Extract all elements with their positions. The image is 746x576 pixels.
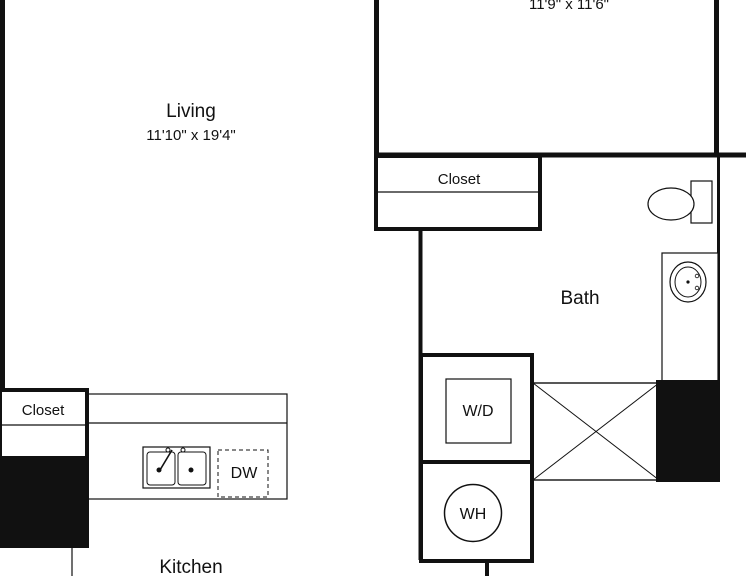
washer-dryer-closet: [419, 353, 534, 464]
dishwasher-label: DW: [231, 465, 259, 482]
living-label: Living: [166, 101, 216, 122]
sink-icon: [661, 252, 719, 382]
closet-upper-label: Closet: [438, 171, 481, 188]
living-dims: 11'10" x 19'4": [146, 127, 236, 144]
shower: [532, 380, 719, 482]
water-heater-icon: [443, 483, 503, 543]
left-exterior-wall: [0, 0, 5, 392]
kitchen-label: Kitchen: [159, 557, 222, 576]
closet-lower-label: Closet: [22, 402, 65, 419]
toilet-icon: [647, 180, 713, 224]
washer-dryer-icon: [445, 378, 512, 444]
washer-dryer-label: W/D: [462, 403, 493, 420]
kitchen-sink-icon: [142, 446, 211, 489]
bath-label: Bath: [560, 288, 599, 309]
kitchen-counter: [71, 393, 288, 576]
closet-lower: [0, 388, 89, 548]
water-heater-label: WH: [460, 506, 487, 523]
bedroom-dims: 11'9" x 11'6": [529, 0, 609, 13]
shower-wall-block: [656, 380, 719, 482]
dishwasher-icon: [217, 449, 269, 498]
bedroom: [374, 0, 746, 158]
closet-upper: [374, 154, 542, 231]
water-heater-closet: [419, 460, 534, 576]
closet-lower-block: [0, 456, 87, 546]
